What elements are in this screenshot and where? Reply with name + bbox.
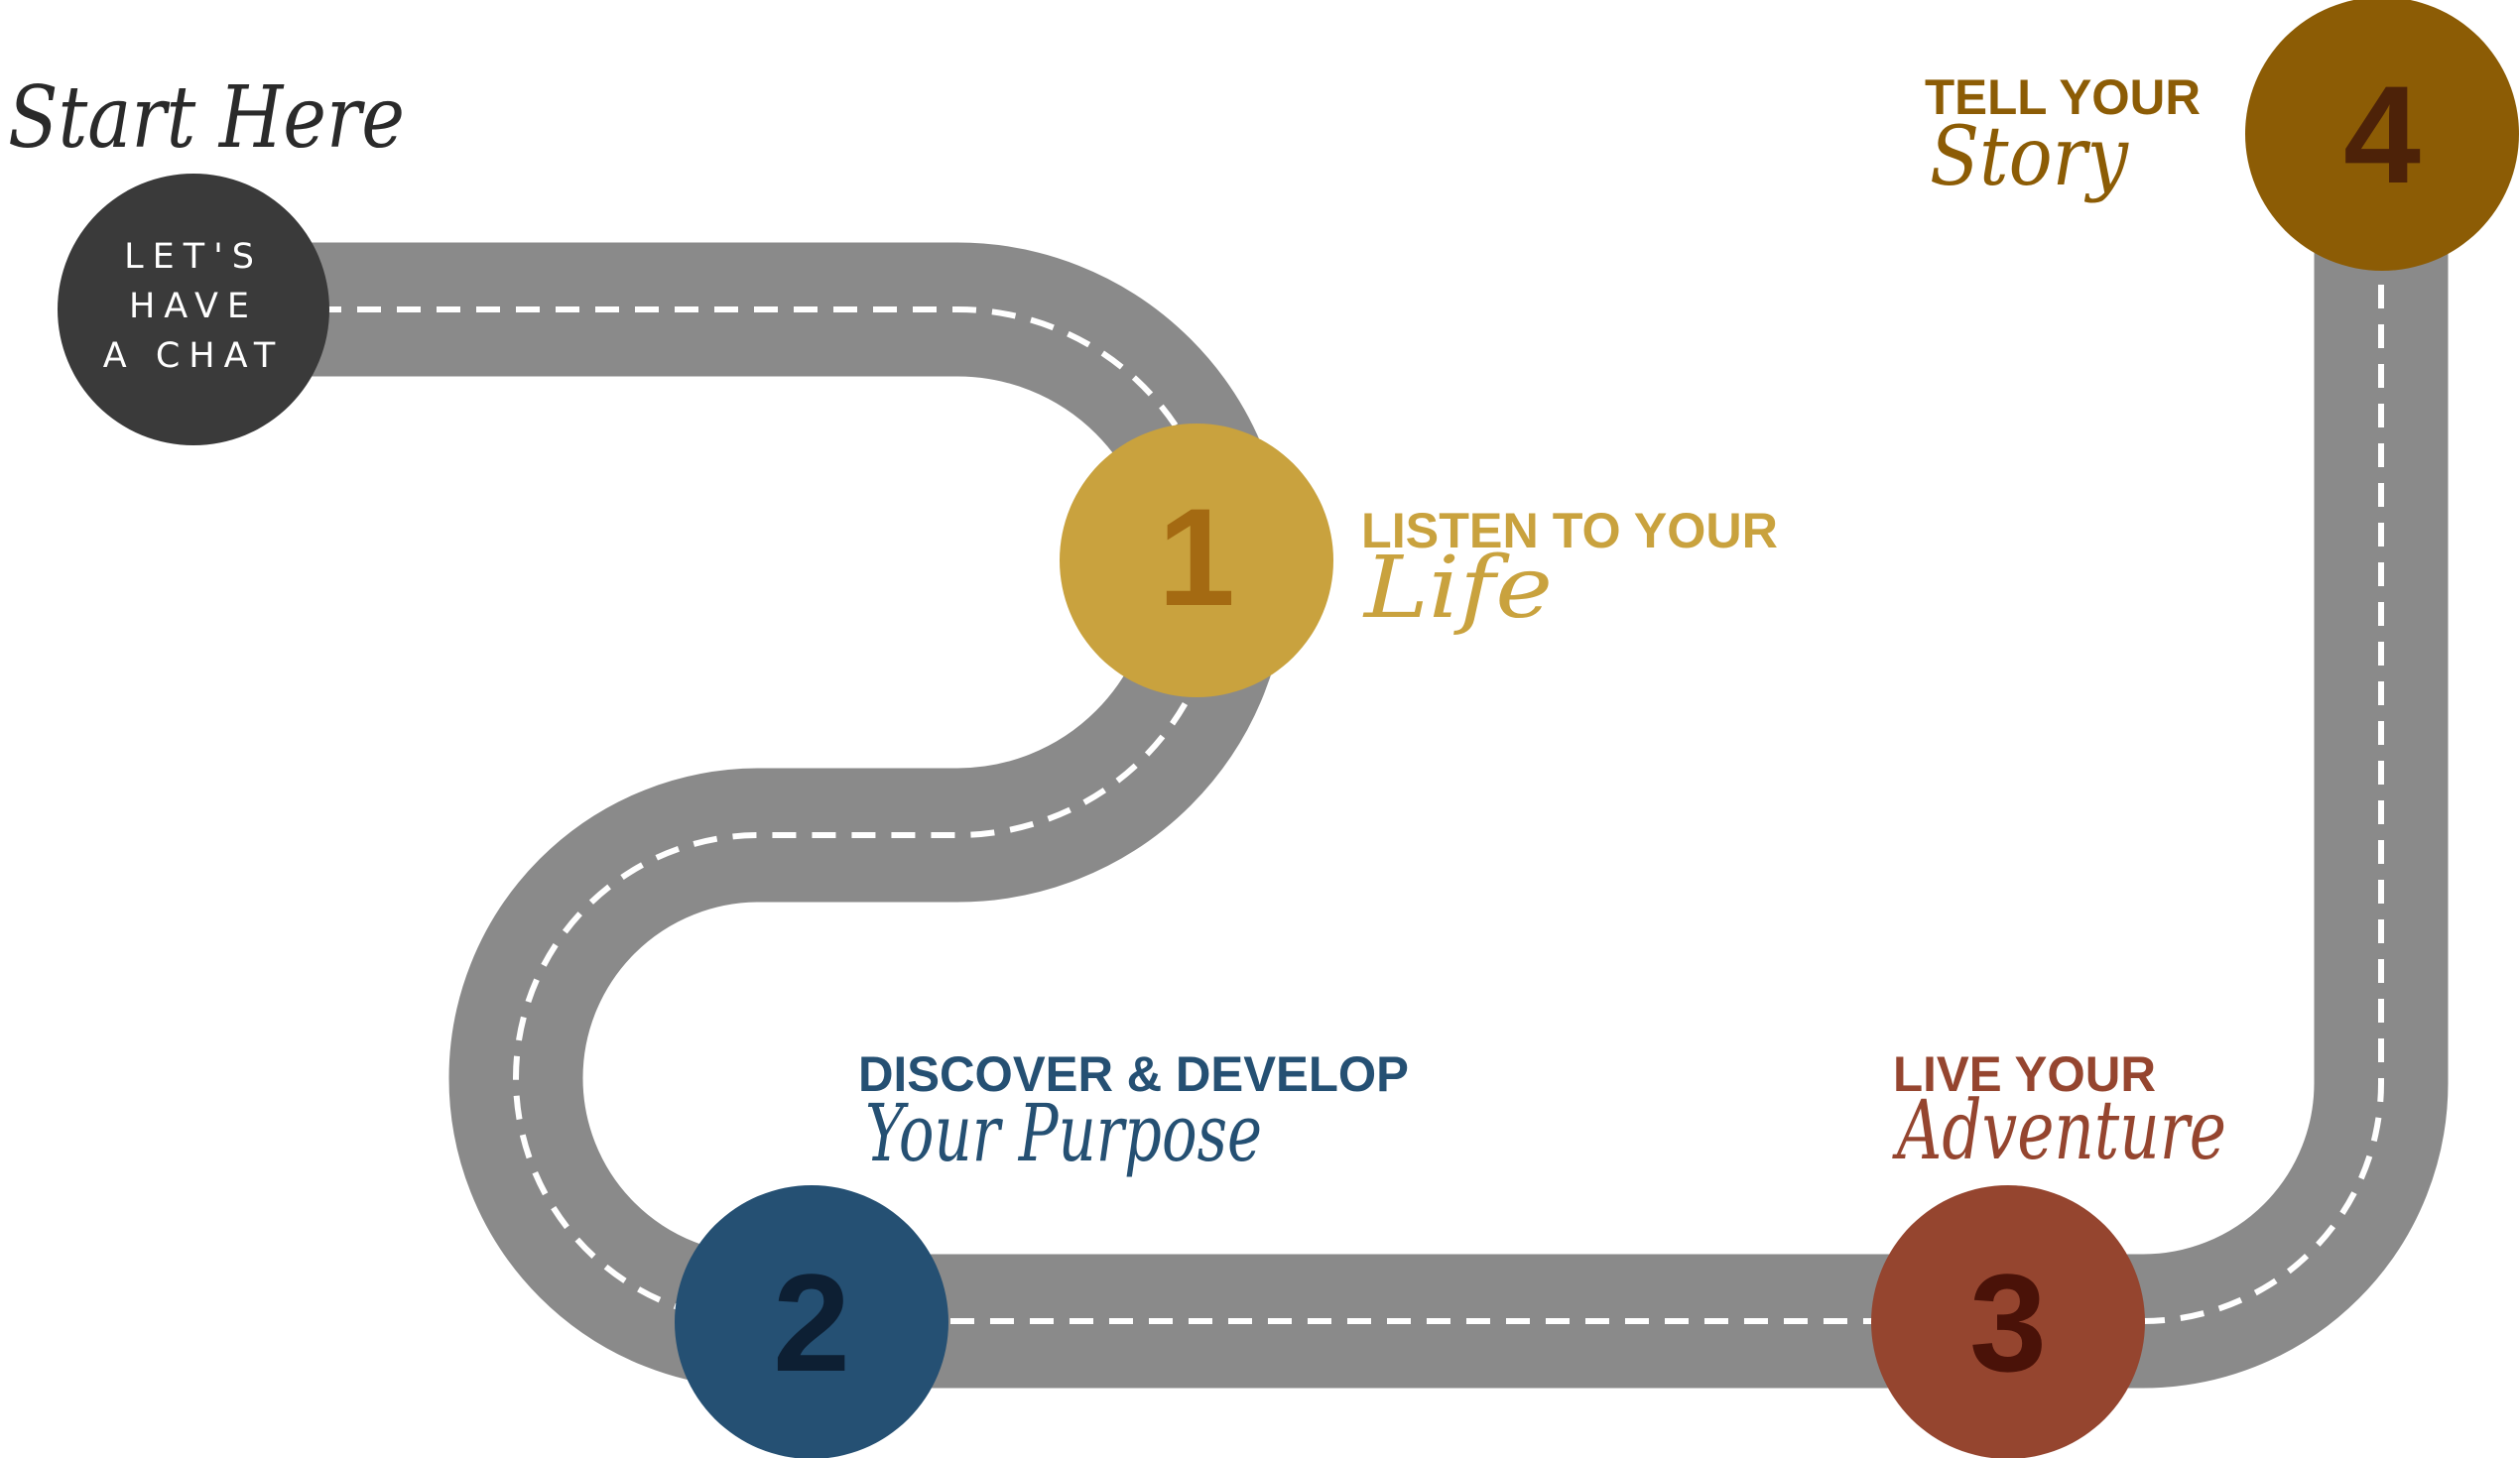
step-3-number: 3 (1969, 1245, 2047, 1400)
start-line-3: A CHAT (103, 336, 284, 376)
step-4-circle (2245, 0, 2519, 271)
start-here-label: Start Here (8, 68, 405, 168)
step-2-heading: DISCOVER & DEVELOP (858, 1046, 1409, 1102)
start-circle (58, 174, 329, 445)
step-4-number: 4 (2343, 57, 2421, 212)
step-2-circle (675, 1185, 948, 1458)
step-1-script: Life (1362, 539, 1553, 638)
step-4: 4 TELL YOUR Story (1925, 0, 2519, 271)
step-2-script: Your Purpose (865, 1087, 1262, 1179)
step-1-heading: LISTEN TO YOUR (1361, 503, 1778, 558)
step-3-script: Adventure (1892, 1084, 2226, 1178)
step-3: 3 LIVE YOUR Adventure (1871, 1046, 2226, 1458)
step-3-circle (1871, 1185, 2145, 1458)
start-line-1: LET'S (124, 237, 263, 277)
step-1: 1 LISTEN TO YOUR Life (1060, 424, 1778, 697)
step-4-script: Story (1930, 110, 2129, 204)
step-1-number: 1 (1158, 479, 1235, 635)
step-2-number: 2 (773, 1245, 850, 1400)
step-1-circle (1060, 424, 1333, 697)
start-line-2: HAVE (129, 287, 258, 326)
step-3-heading: LIVE YOUR (1893, 1046, 2156, 1102)
step-4-heading: TELL YOUR (1925, 69, 2201, 125)
step-2: 2 DISCOVER & DEVELOP Your Purpose (675, 1046, 1409, 1458)
